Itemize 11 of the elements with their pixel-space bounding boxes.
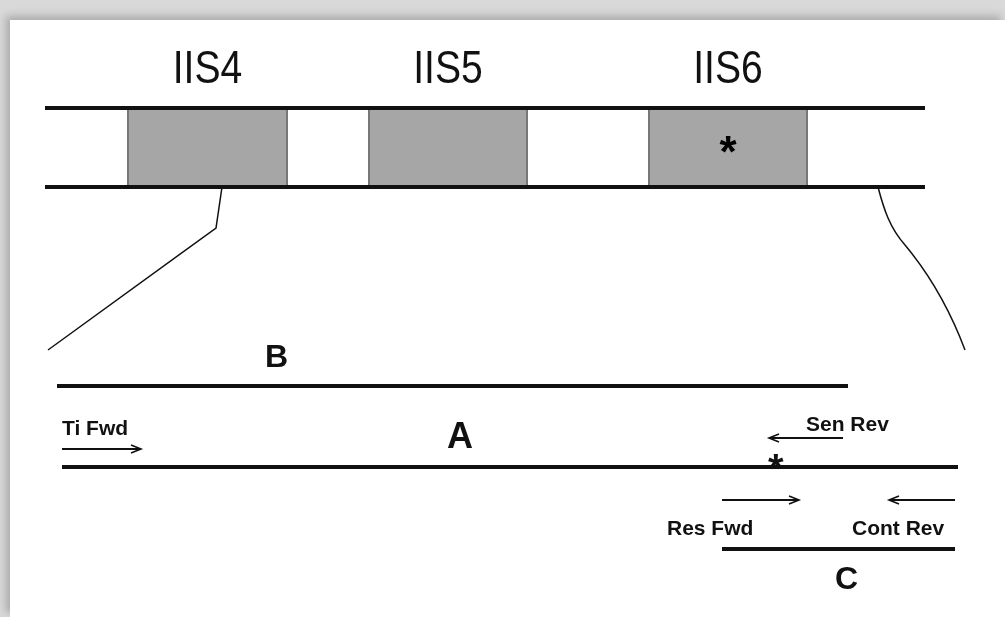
mutation-mark: * (718, 130, 738, 174)
primer-label: Cont Rev (852, 517, 945, 538)
amplicon-label: B (265, 340, 289, 372)
primer-label: Ti Fwd (62, 417, 129, 438)
amplicon-label: A (447, 418, 473, 454)
segment-label: IIS4 (171, 40, 244, 94)
primer-label: Sen Rev (806, 413, 889, 434)
amplicon-label: C (835, 562, 859, 594)
primer-label: Res Fwd (667, 517, 754, 538)
segment-label: IIS6 (692, 40, 764, 94)
segment-label: IIS5 (412, 40, 484, 94)
